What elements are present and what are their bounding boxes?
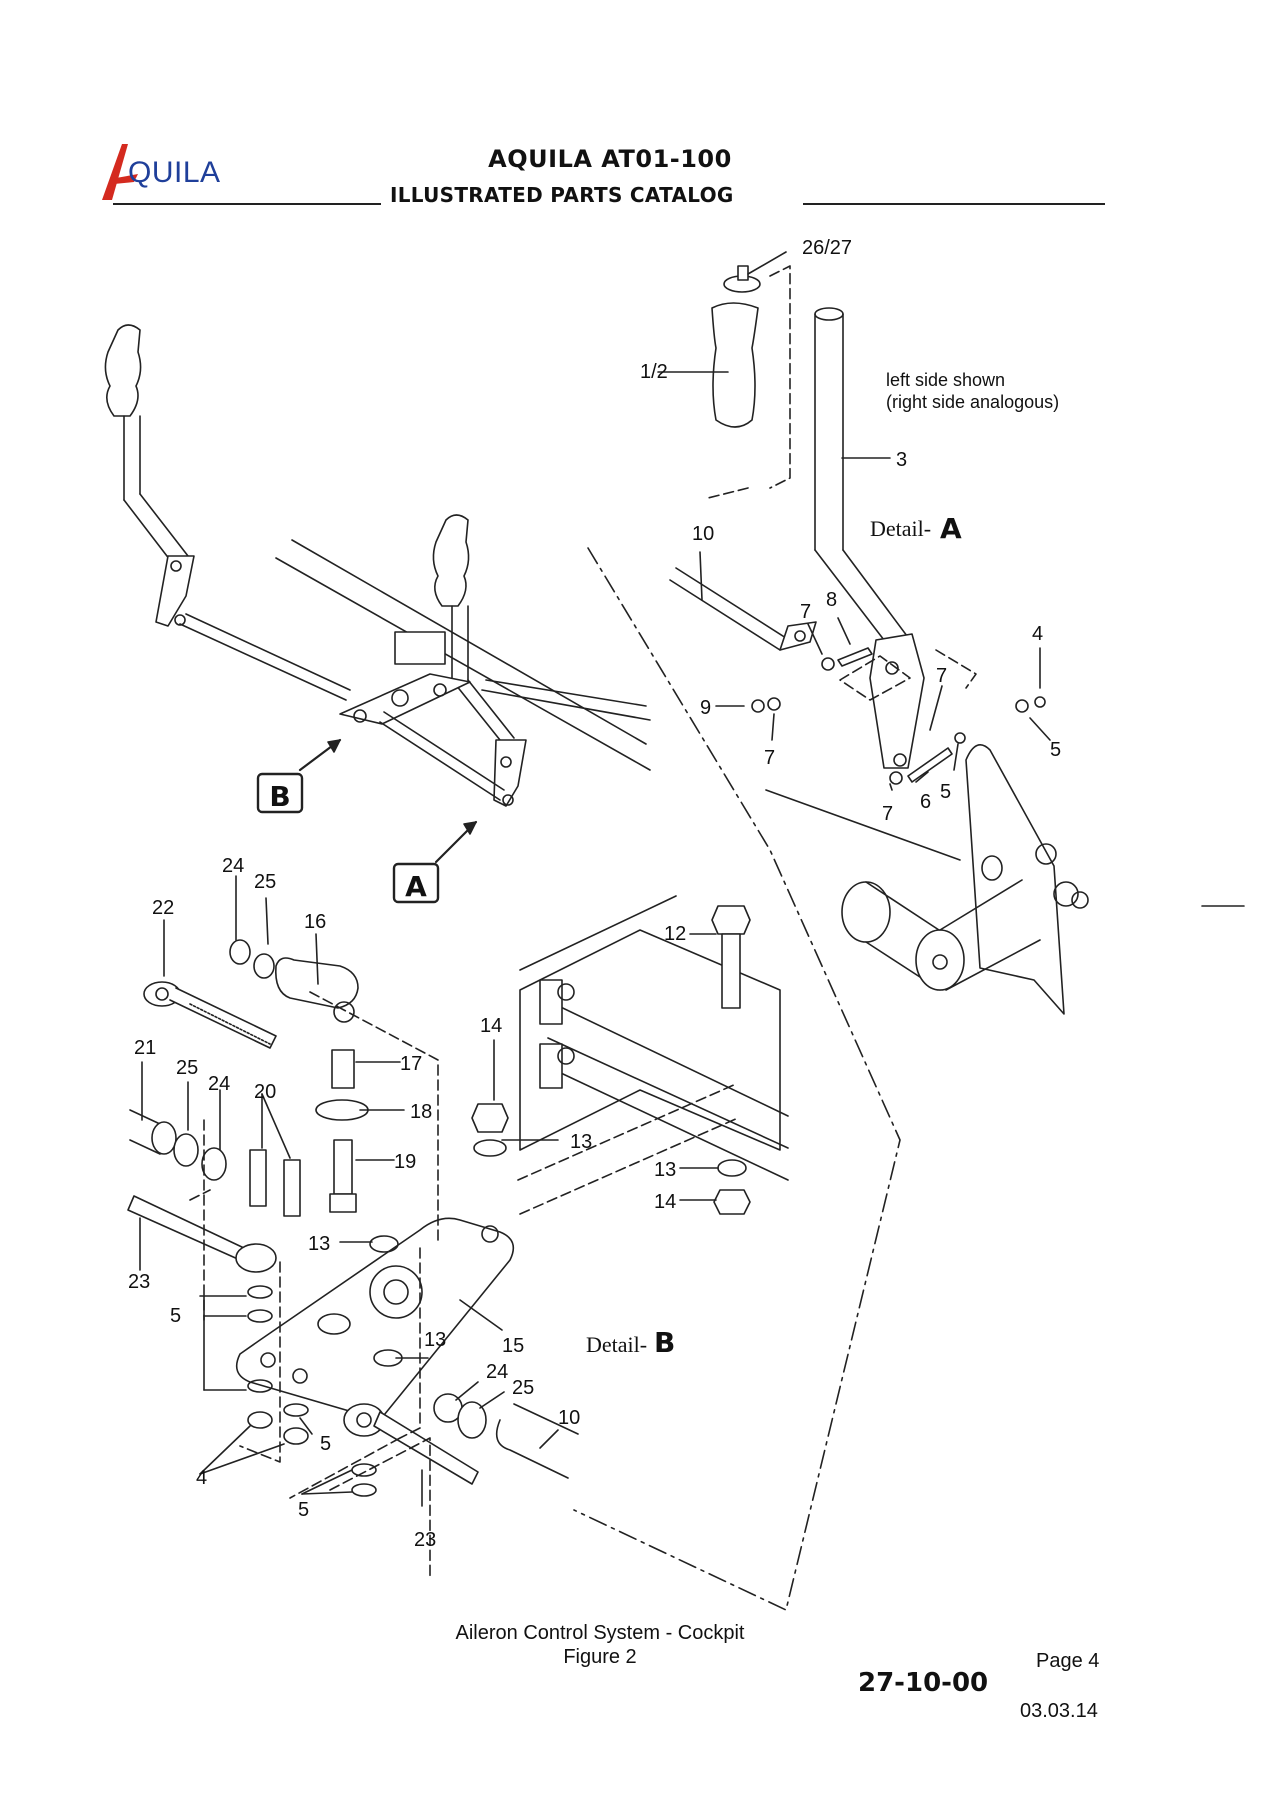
- callout-25-a: 25: [254, 871, 276, 893]
- view-label-b: B: [269, 780, 290, 813]
- view-b-box: [256, 772, 304, 814]
- callout-20: 20: [254, 1081, 276, 1103]
- callout-4-a: 4: [1032, 623, 1043, 645]
- note-line-2: (right side analogous): [886, 392, 1059, 412]
- note-line-1: left side shown: [886, 370, 1005, 390]
- callout-14-a: 14: [480, 1015, 502, 1037]
- overview-assembly: [104, 324, 651, 904]
- callout-24-c: 24: [486, 1361, 508, 1383]
- callout-25-b: 25: [176, 1057, 198, 1079]
- detail-a-label: Detail-: [870, 516, 931, 541]
- detail-separator: [573, 547, 901, 1611]
- document-subtitle: ILLUSTRATED PARTS CATALOG: [390, 183, 734, 207]
- logo: QUILA: [98, 134, 248, 204]
- callout-21: 21: [134, 1037, 156, 1059]
- callout-3: 3: [896, 449, 907, 471]
- callout-15: 15: [502, 1335, 524, 1357]
- detail-b-label: Detail-: [586, 1332, 647, 1357]
- logo-mark: [102, 144, 138, 200]
- callout-5-b: 5: [940, 781, 951, 803]
- callout-7-c: 7: [764, 747, 775, 769]
- callout-13-c: 13: [308, 1233, 330, 1255]
- revision-date: 03.03.14: [1020, 1700, 1098, 1722]
- callout-7-d: 7: [882, 803, 893, 825]
- figure-caption: Aileron Control System - Cockpit: [455, 1622, 745, 1644]
- callout-23-b: 23: [414, 1529, 436, 1551]
- callout-18: 18: [410, 1101, 432, 1123]
- callout-5-a: 5: [1050, 739, 1061, 761]
- detail-a-drawing: [657, 251, 1089, 1015]
- callout-19: 19: [394, 1151, 416, 1173]
- header-rule-left: [113, 203, 381, 205]
- callout-13-b: 13: [654, 1159, 676, 1181]
- callout-22: 22: [152, 897, 174, 919]
- callout-5-d: 5: [320, 1433, 331, 1455]
- callout-14-b: 14: [654, 1191, 676, 1213]
- document-title: AQUILA AT01-100: [488, 145, 732, 173]
- callout-6: 6: [920, 791, 931, 813]
- callout-7-a: 7: [800, 601, 811, 623]
- chapter-code: 27-10-00: [858, 1668, 989, 1698]
- callout-4-b: 4: [196, 1467, 207, 1489]
- callout-12: 12: [664, 923, 686, 945]
- callout-13-d: 13: [424, 1329, 446, 1351]
- callout-26-27: 26/27: [802, 237, 852, 259]
- callout-16: 16: [304, 911, 326, 933]
- page-number: Page 4: [1036, 1650, 1100, 1672]
- detail-b-drawing: [127, 875, 789, 1579]
- logo-text: QUILA: [128, 156, 221, 189]
- callout-25-c: 25: [512, 1377, 534, 1399]
- detail-b-letter: B: [654, 1326, 675, 1359]
- callout-9: 9: [700, 697, 711, 719]
- figure-number: Figure 2: [563, 1646, 637, 1668]
- callout-10-b: 10: [558, 1407, 580, 1429]
- callout-7-b: 7: [936, 665, 947, 687]
- header-rule-right: [803, 203, 1105, 205]
- callout-1-2: 1/2: [640, 361, 668, 383]
- callout-23-a: 23: [128, 1271, 150, 1293]
- callout-10-a: 10: [692, 523, 714, 545]
- callout-5-c: 5: [170, 1305, 181, 1327]
- detail-a-letter: A: [940, 512, 962, 545]
- view-a-box: [392, 862, 440, 904]
- callout-24-b: 24: [208, 1073, 230, 1095]
- callout-17: 17: [400, 1053, 422, 1075]
- callout-8: 8: [826, 589, 837, 611]
- view-label-a: A: [405, 870, 427, 903]
- callout-13-a: 13: [570, 1131, 592, 1153]
- callout-24-a: 24: [222, 855, 244, 877]
- callout-5-e: 5: [298, 1499, 309, 1521]
